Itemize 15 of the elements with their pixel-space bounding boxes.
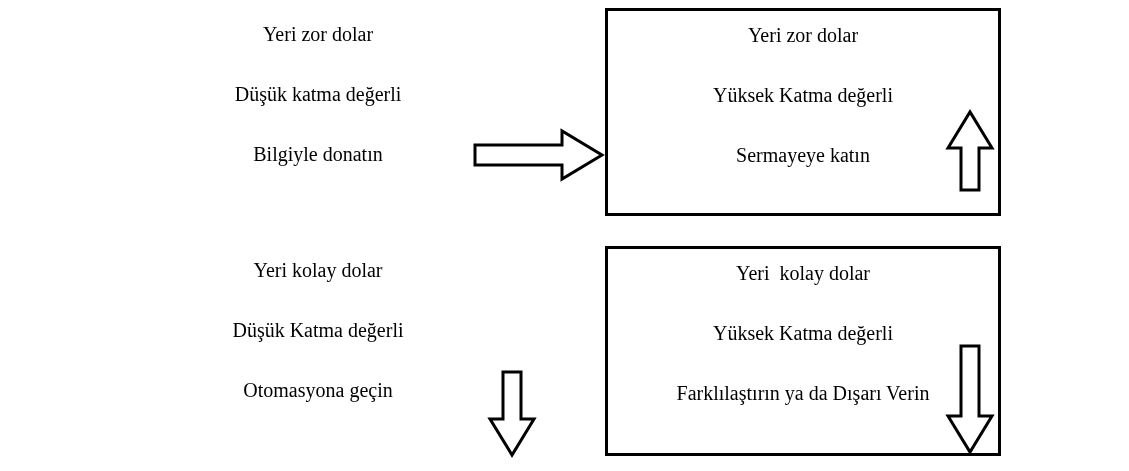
quadrant-box [605, 8, 1001, 216]
quadrant-text: Yüksek Katma değerli [713, 83, 893, 107]
block-arrow [473, 128, 605, 182]
quadrant-text: Farklılaştırın ya da Dışarı Verin [676, 381, 930, 405]
quadrant-box [605, 246, 1001, 456]
quadrant-text: Yeri kolay dolar [253, 258, 383, 282]
quadrant-text: Bilgiyle donatın [253, 142, 383, 166]
quadrant-text: Yüksek Katma değerli [713, 321, 893, 345]
quadrant-text: Yeri zor dolar [747, 23, 859, 47]
quadrant-text: Sermayeye katın [736, 143, 870, 167]
quadrant-text: Düşük katma değerli [234, 82, 402, 106]
quadrant-text: Yeri zor dolar [262, 22, 374, 46]
quadrant-text: Yeri kolay dolar [735, 261, 871, 285]
quadrant-text: Otomasyona geçin [243, 378, 393, 402]
quadrant-text: Düşük Katma değerli [232, 318, 404, 342]
